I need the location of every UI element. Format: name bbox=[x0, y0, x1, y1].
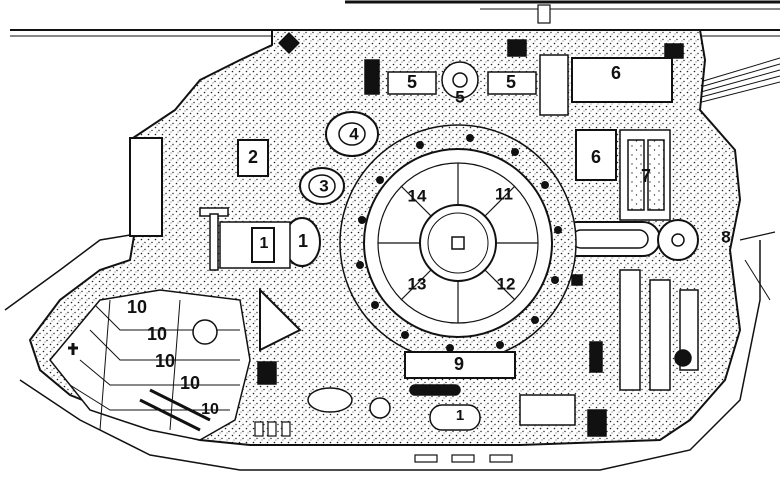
label-6-east: 6 bbox=[591, 147, 601, 167]
cross-symbol bbox=[68, 343, 78, 355]
outer-road-2 bbox=[19, 240, 761, 471]
label-2: 2 bbox=[248, 147, 258, 167]
west-structures bbox=[199, 32, 379, 352]
label-10-d: 10 bbox=[180, 373, 200, 393]
label-13: 13 bbox=[408, 274, 427, 293]
label-1-south: 1 bbox=[456, 407, 464, 424]
outer-road bbox=[4, 234, 131, 311]
label-7: 7 bbox=[641, 166, 651, 186]
north-buildings bbox=[364, 39, 684, 116]
label-12: 12 bbox=[497, 274, 516, 293]
label-11: 11 bbox=[495, 184, 513, 203]
label-9: 9 bbox=[454, 354, 464, 374]
label-14: 14 bbox=[408, 186, 427, 205]
label-5-center: 5 bbox=[455, 87, 464, 106]
label-6-north: 6 bbox=[611, 63, 621, 83]
south-buildings bbox=[257, 274, 692, 437]
label-8: 8 bbox=[721, 227, 730, 246]
label-10-a: 10 bbox=[127, 297, 147, 317]
label-10-b: 10 bbox=[147, 324, 167, 344]
plaza-ring-blocks bbox=[356, 134, 562, 352]
label-5-east: 5 bbox=[506, 72, 516, 92]
label-1-west: 1 bbox=[260, 235, 269, 252]
bottom-blocks bbox=[254, 421, 513, 463]
plaza-spokes bbox=[378, 163, 538, 323]
label-1-east: 1 bbox=[298, 231, 308, 251]
fountain-sw bbox=[192, 319, 218, 345]
label-5-west: 5 bbox=[407, 72, 417, 92]
west-hall bbox=[129, 137, 163, 237]
label-4: 4 bbox=[349, 124, 359, 143]
central-plaza bbox=[339, 124, 577, 362]
label-10-c: 10 bbox=[155, 351, 175, 371]
label-3: 3 bbox=[319, 176, 328, 195]
label-10-e: 10 bbox=[201, 401, 219, 418]
east-halls bbox=[559, 129, 699, 391]
